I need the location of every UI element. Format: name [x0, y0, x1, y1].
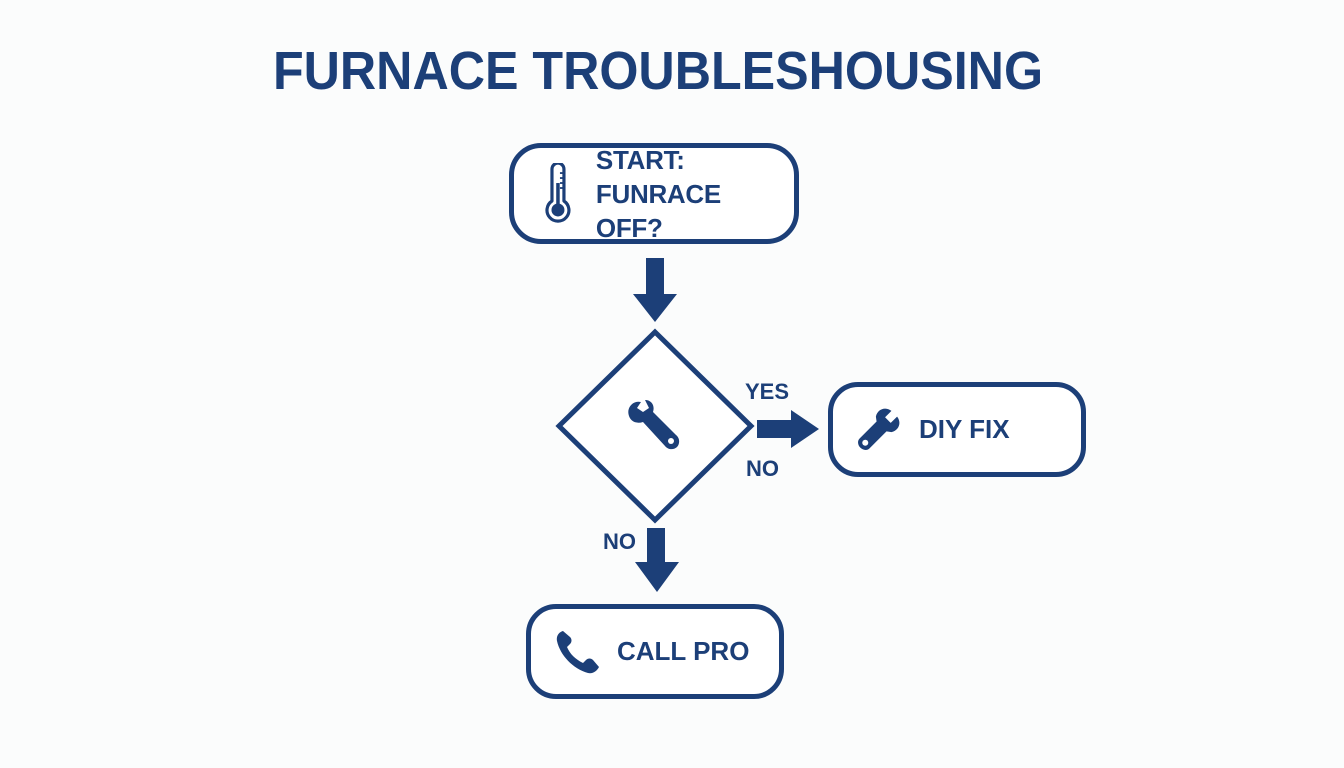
- edge-label-no-right: NO: [746, 456, 779, 481]
- wrench-icon: [858, 408, 900, 450]
- phone-icon: [556, 630, 599, 673]
- start-node[interactable]: START: FUNRACE OFF?: [509, 143, 799, 244]
- diy-fix-label: DIY FIX: [919, 414, 1010, 444]
- start-node-line2: FUNRACE OFF?: [595, 178, 721, 243]
- diy-fix-node[interactable]: DIY FIX: [828, 382, 1086, 477]
- arrow-decision-to-call: [635, 528, 679, 592]
- edge-label-no-down: NO: [603, 529, 636, 554]
- edge-label-yes: YES: [745, 379, 790, 404]
- call-pro-node[interactable]: CALL PRO: [526, 604, 784, 699]
- arrow-start-to-decision: [633, 258, 677, 322]
- start-node-line1: START:: [595, 144, 685, 175]
- diagram-title: FURNACE TROUBLESHOUSING: [272, 41, 1044, 101]
- decision-diamond[interactable]: [555, 328, 755, 524]
- arrow-decision-to-diy: [757, 410, 819, 448]
- call-pro-label: CALL PRO: [617, 636, 750, 666]
- start-node-label: START: FUNRACE OFF?: [596, 143, 794, 245]
- thermometer-icon: [545, 162, 571, 223]
